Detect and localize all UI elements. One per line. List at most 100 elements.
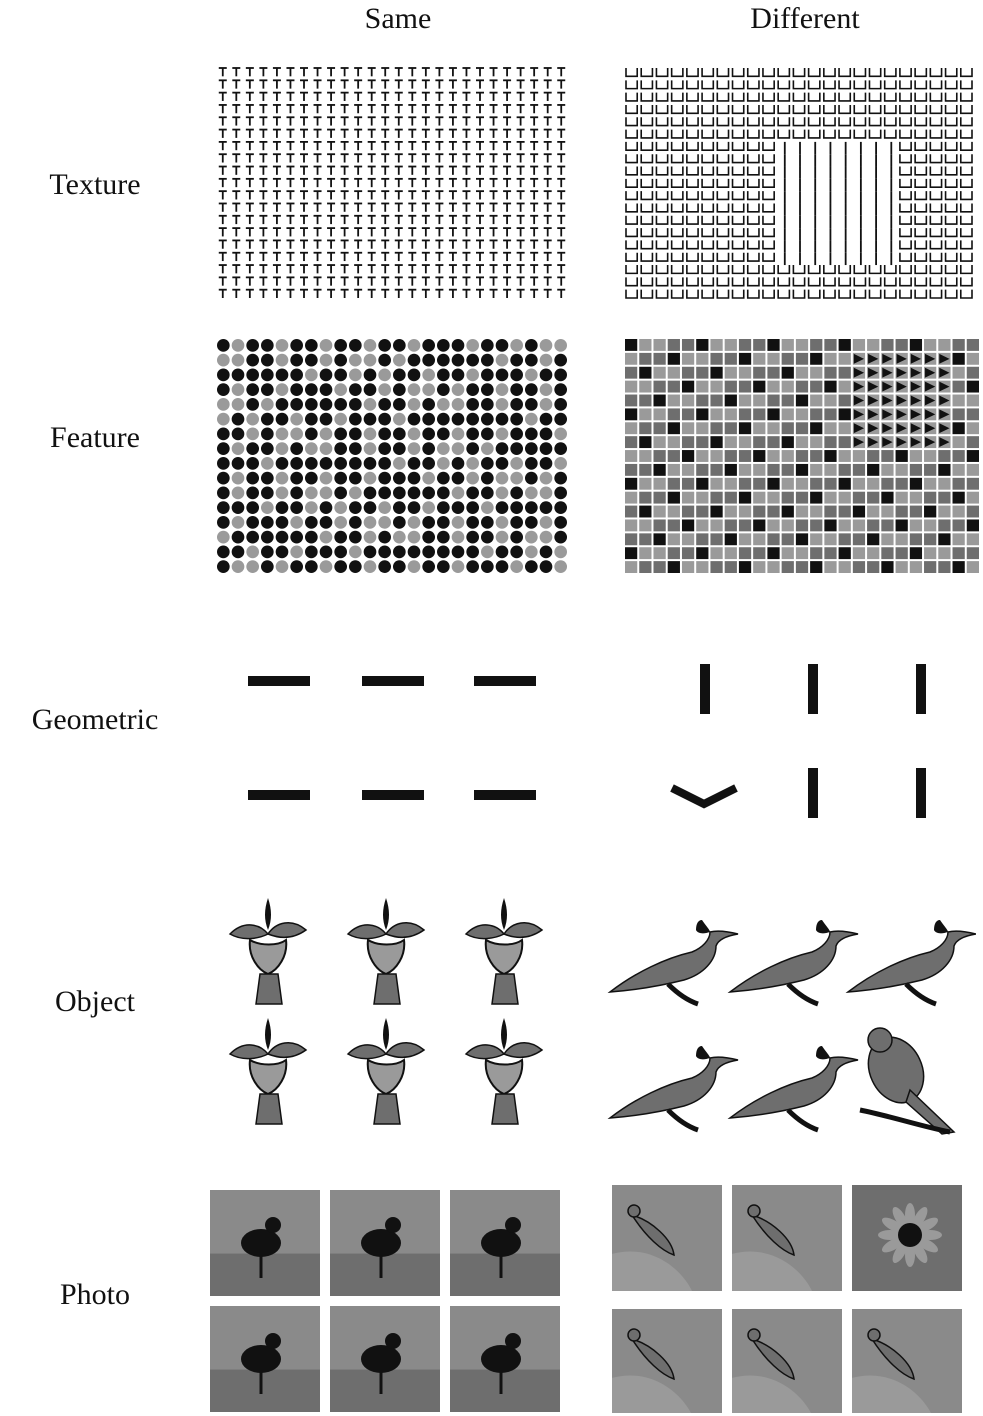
feature-square (952, 352, 965, 365)
feature-square (625, 547, 638, 560)
texture-t-element (354, 165, 363, 175)
feature-square (767, 561, 780, 573)
texture-u-element (686, 104, 699, 115)
texture-t-element (367, 128, 376, 138)
texture-u-element (762, 228, 775, 238)
feature-square (810, 547, 823, 560)
texture-u-element (731, 191, 745, 201)
texture-t-element (516, 251, 525, 262)
texture-u-element (823, 117, 836, 127)
texture-t-element (232, 251, 241, 262)
feature-square (966, 408, 979, 421)
feature-square (895, 491, 908, 504)
feature-dot (231, 383, 245, 396)
texture-t-element (489, 239, 498, 249)
feature-square (710, 366, 723, 379)
texture-t-element (516, 177, 525, 188)
horizontal-bar (248, 790, 310, 800)
feature-square (625, 477, 638, 490)
kingfisher-icon (727, 920, 859, 1007)
texture-t-element (489, 67, 498, 77)
texture-t-element (435, 116, 444, 126)
vertical-bar (808, 664, 818, 714)
texture-t-element (259, 214, 268, 225)
texture-t-element (543, 67, 552, 77)
texture-t-element (381, 276, 390, 286)
feature-dot (246, 353, 259, 367)
feature-square (625, 519, 638, 532)
header-different: Different (750, 2, 860, 35)
texture-t-element (259, 251, 268, 262)
feature-square (781, 505, 794, 518)
texture-u-element (914, 117, 928, 127)
texture-t-element (300, 79, 308, 89)
feature-square (710, 436, 723, 449)
texture-t-element (327, 153, 336, 163)
feature-dot (393, 339, 406, 352)
texture-u-element (853, 92, 867, 102)
texture-u-element (959, 68, 973, 78)
feature-dot (290, 442, 303, 455)
feature-dot (231, 427, 245, 441)
feature-square (895, 519, 908, 532)
texture-u-element (731, 203, 745, 213)
texture-u-element (655, 228, 669, 238)
feature-dot (495, 442, 509, 455)
texture-u-element (838, 265, 852, 275)
texture-u-element (899, 215, 912, 225)
feature-dot (437, 368, 450, 382)
feature-dot (261, 412, 274, 426)
feature-square (667, 339, 680, 351)
feature-triangle (910, 423, 922, 434)
texture-u-element (823, 129, 836, 139)
texture-t-element (489, 202, 498, 212)
texture-t-element (218, 67, 227, 77)
texture-t-element (489, 177, 498, 188)
texture-u-element (746, 92, 760, 102)
feature-square (767, 450, 780, 462)
feature-square (710, 394, 723, 407)
feature-dot (554, 457, 567, 470)
texture-u-element (640, 215, 654, 225)
texture-t-element (435, 79, 444, 89)
texture-u-element (701, 265, 715, 275)
feature-triangle (925, 437, 936, 448)
texture-u-element (944, 265, 958, 275)
texture-t-element (557, 276, 566, 286)
texture-u-element (914, 154, 928, 164)
texture-t-element (340, 214, 349, 225)
texture-u-element (640, 117, 654, 127)
feature-square (653, 477, 666, 490)
texture-t-element (530, 227, 539, 237)
chevron-shape (670, 784, 738, 809)
photo-tile-flower (852, 1185, 962, 1291)
texture-u-element (640, 252, 654, 262)
texture-t-element (259, 79, 268, 89)
feature-dot (539, 353, 553, 367)
feature-square (681, 352, 695, 365)
texture-u-element (807, 129, 821, 139)
feature-square (653, 491, 666, 504)
texture-t-element (340, 239, 349, 249)
texture-u-element (762, 252, 775, 262)
feature-dot (451, 383, 465, 396)
texture-u-element (731, 228, 745, 238)
texture-t-element (530, 251, 539, 262)
feature-dot (495, 471, 509, 485)
texture-u-element (838, 277, 852, 287)
feature-square (966, 380, 979, 393)
texture-t-element (354, 177, 363, 188)
feature-square (966, 477, 979, 490)
feature-dot (554, 427, 567, 441)
texture-t-element (448, 239, 457, 249)
flower-icon (464, 1018, 544, 1125)
feature-square (724, 366, 737, 379)
texture-t-element (421, 190, 430, 200)
texture-t-element (557, 288, 566, 298)
feature-dot (378, 545, 391, 559)
texture-t-element (259, 67, 268, 77)
feature-dot (495, 353, 509, 367)
feature-dot (305, 516, 318, 529)
texture-u-element (838, 92, 852, 102)
texture-t-element (300, 276, 308, 286)
